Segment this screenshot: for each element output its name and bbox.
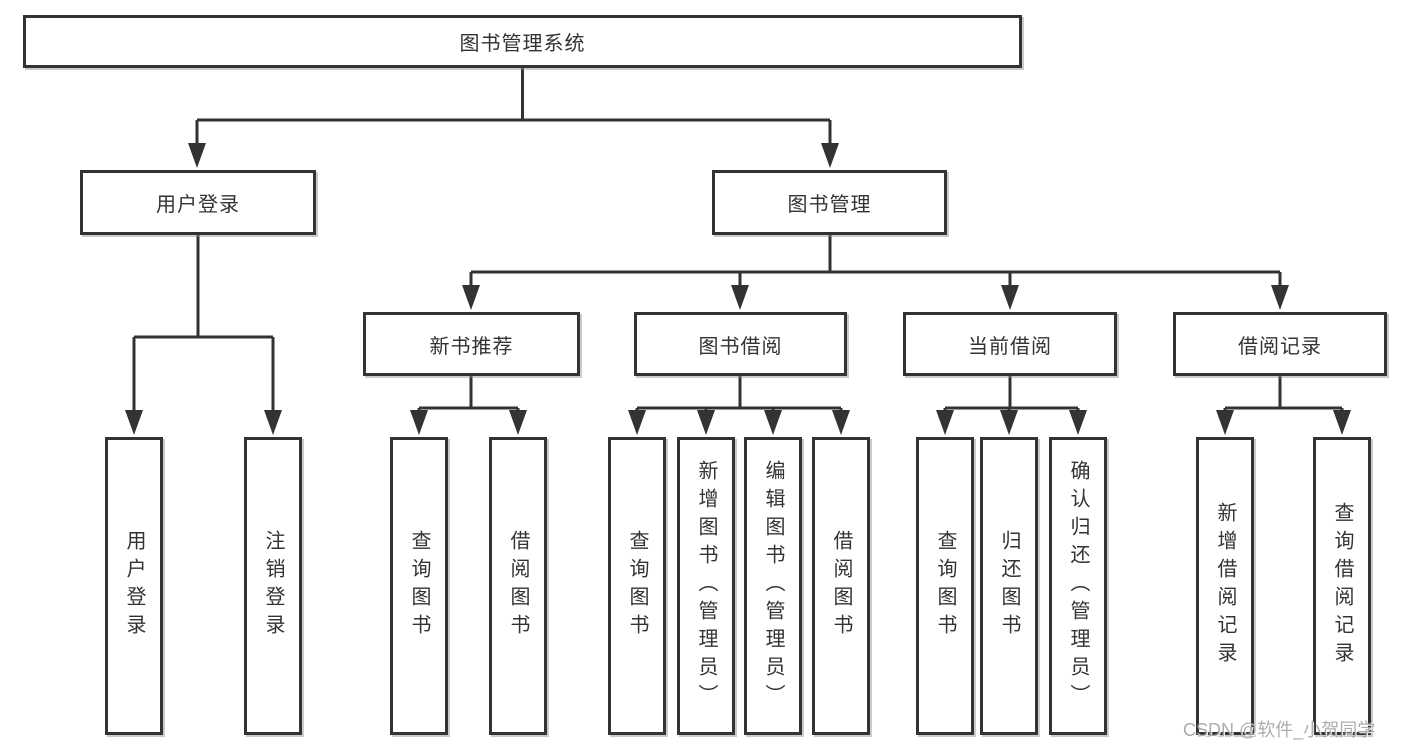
leaf-query-borrow-record: 查询借阅记录: [1313, 437, 1371, 735]
leaf-add-borrow-record: 新增借阅记录: [1196, 437, 1254, 735]
leaf-query-books-recommend-label: 查询图书: [408, 530, 430, 642]
leaf-query-books-current: 查询图书: [916, 437, 974, 735]
leaf-query-books-borrow-label: 查询图书: [626, 530, 648, 642]
node-current-borrow: 当前借阅: [903, 312, 1117, 376]
node-book-management-label: 图书管理: [787, 194, 872, 216]
node-root-label: 图书管理系统: [459, 33, 586, 55]
node-book-borrow: 图书借阅: [634, 312, 847, 376]
leaf-edit-books-admin: 编辑图书（管理员）: [744, 437, 802, 735]
leaf-borrow-books: 借阅图书: [812, 437, 870, 735]
leaf-add-borrow-record-label: 新增借阅记录: [1214, 502, 1236, 670]
node-root: 图书管理系统: [23, 15, 1022, 68]
leaf-borrow-books-label: 借阅图书: [830, 530, 852, 642]
arrowhead-group: [125, 143, 1351, 435]
leaf-logout-label: 注销登录: [262, 530, 284, 642]
leaf-query-borrow-record-label: 查询借阅记录: [1331, 502, 1353, 670]
node-new-book-recommend-label: 新书推荐: [429, 335, 514, 358]
leaf-return-books-label: 归还图书: [998, 530, 1020, 642]
leaf-return-books: 归还图书: [980, 437, 1038, 735]
leaf-user-login: 用户登录: [105, 437, 163, 735]
leaf-query-books-borrow: 查询图书: [608, 437, 666, 735]
leaf-query-books-current-label: 查询图书: [934, 530, 956, 642]
leaf-add-books-admin-label: 新增图书（管理员）: [695, 460, 717, 712]
leaf-add-books-admin: 新增图书（管理员）: [677, 437, 735, 735]
leaf-logout: 注销登录: [244, 437, 302, 735]
node-current-borrow-label: 当前借阅: [968, 335, 1052, 358]
watermark: CSDN @软件_小贺同学: [1183, 720, 1376, 740]
leaf-edit-books-admin-label: 编辑图书（管理员）: [762, 460, 784, 712]
node-book-borrow-label: 图书借阅: [698, 335, 783, 358]
leaf-borrow-books-recommend: 借阅图书: [489, 437, 547, 735]
node-borrow-records: 借阅记录: [1173, 312, 1387, 376]
leaf-confirm-return-admin: 确认归还（管理员）: [1049, 437, 1107, 735]
node-user-login: 用户登录: [80, 170, 316, 235]
node-book-management: 图书管理: [712, 170, 947, 235]
node-borrow-records-label: 借阅记录: [1238, 335, 1322, 358]
leaf-query-books-recommend: 查询图书: [390, 437, 448, 735]
leaf-borrow-books-recommend-label: 借阅图书: [507, 530, 529, 642]
leaf-confirm-return-admin-label: 确认归还（管理员）: [1067, 460, 1089, 712]
node-new-book-recommend: 新书推荐: [363, 312, 580, 376]
leaf-user-login-label: 用户登录: [123, 530, 145, 642]
node-user-login-label: 用户登录: [156, 194, 240, 216]
